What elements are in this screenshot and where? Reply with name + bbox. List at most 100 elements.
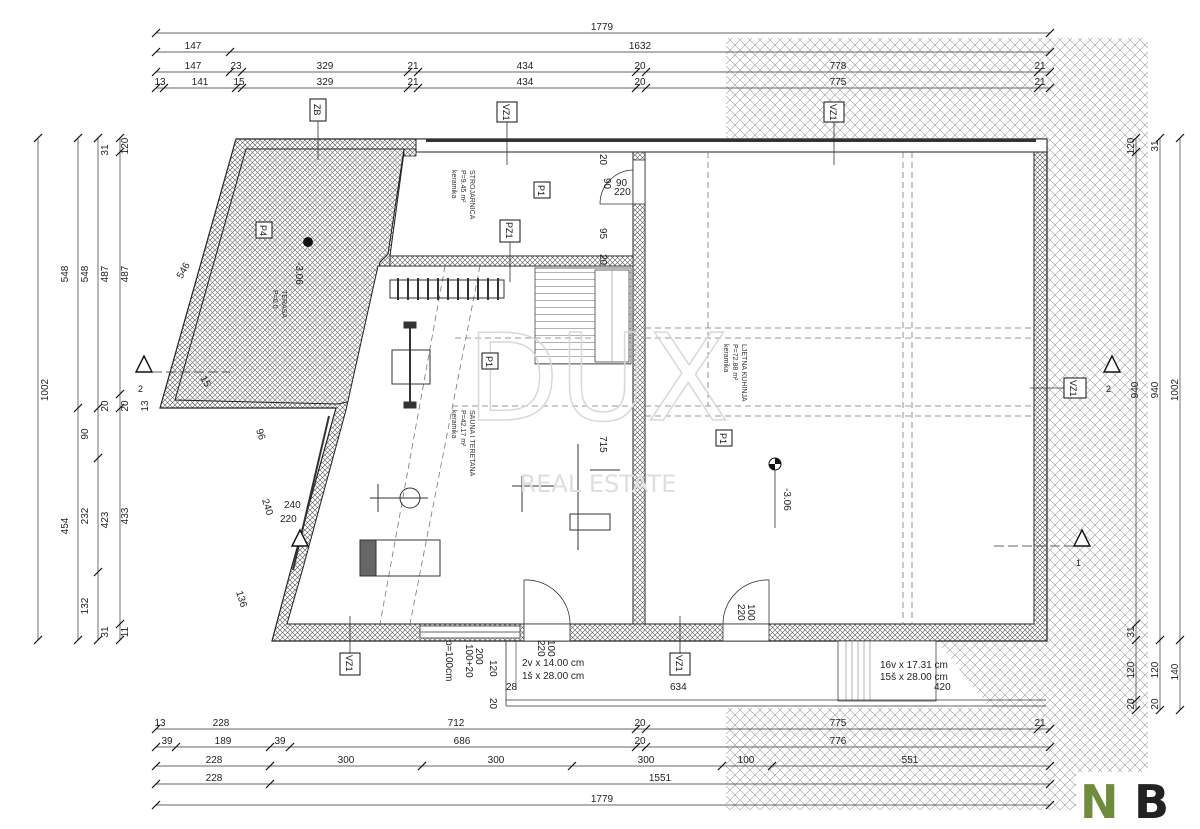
dim-top-13: 13 [154,77,166,88]
room-name-terasa: TERASA [280,290,287,318]
dim-bot-20b: 20 [634,736,646,747]
level-kuhinja: -3.06 [781,488,792,511]
dim-right-940b: 940 [1130,381,1141,398]
dim-bot-300a: 300 [338,755,355,766]
tag-vz1-top: VZ1 [496,101,518,165]
tag-vz1-bottom-left: VZ1 [339,616,361,676]
dim-top-1632: 1632 [629,41,652,52]
dim-bot-1779: 1779 [591,794,614,805]
dim-right-20: 20 [1126,698,1137,710]
dim-left-232: 232 [80,507,91,524]
dim-bot-300b: 300 [488,755,505,766]
dim-bot-228b: 228 [206,755,223,766]
idim-120: 120 [487,660,498,677]
dim-top-434b: 434 [517,77,534,88]
dim-top-147: 147 [185,41,202,52]
dim-bot-776: 776 [830,736,847,747]
interior-dimensions: 546 15 96 240 136 240 220 90 90 220 95 2… [175,154,951,710]
dim-left-1002: 1002 [40,378,51,401]
dim-bot-189: 189 [215,736,232,747]
dim-top-20b: 20 [634,77,646,88]
dim-bot-775: 775 [830,718,847,729]
dimensions-top-labels: 1779 147 1632 147 23 15 329 21 434 20 77… [154,22,1046,88]
idim-220d: 220 [735,604,746,621]
dim-left-31b: 31 [100,626,111,638]
room-area-strojarnica: P=9.45 m² [459,170,466,203]
dim-left-20: 20 [100,400,111,412]
idim-28: 28 [506,682,518,693]
dim-right-31: 31 [1150,140,1161,152]
idim-100b: 100 [745,604,756,621]
logo-letter-n: N [1080,775,1119,824]
room-label-terasa: TERASA P=0.0 [271,290,287,318]
dim-bot-712: 712 [448,718,465,729]
dim-left-548b: 548 [80,265,91,282]
dim-right-120c: 120 [1150,661,1161,678]
gym-equipment [359,278,620,577]
room-name-strojarnica: STROJARNICA [468,170,475,220]
dim-left-31: 31 [100,144,111,156]
idim-546: 546 [175,260,193,280]
dim-top-23: 23 [230,61,242,72]
dim-top-778: 778 [830,61,847,72]
dim-bot-551: 551 [902,755,919,766]
level-zb: -3.06 [293,262,304,285]
idim-634: 634 [670,682,687,693]
room-finish-strojarnica: keramika [450,170,457,199]
dimensions-bottom-labels: 13 228 712 20 775 21 39 189 39 686 20 77… [154,718,1046,805]
idim-200: 200 [473,648,484,665]
dim-top-329: 329 [317,61,334,72]
kitchen-grid [379,152,1034,625]
idim-240: 240 [259,498,275,518]
room-area-terasa: P=0.0 [271,290,278,309]
tag-p1-kitchen: P1 [715,429,733,447]
section-left-2: 2 [138,384,143,394]
dimensions-left-labels: 1002 548 454 548 90 232 132 31 487 20 42… [40,137,151,637]
idim-100plus20: 100+20 [463,644,474,678]
dim-bot-686: 686 [454,736,471,747]
dimensions-top [151,28,1055,93]
dim-left-11: 11 [120,626,131,637]
tag-p1-kitchen-label: P1 [718,433,728,444]
idim-95: 95 [597,228,608,240]
tag-zb: ZB [309,98,327,160]
tag-p1-top-label: P1 [536,185,546,196]
dim-left-454: 454 [60,517,71,534]
idim-420: 420 [934,682,951,693]
idim-136: 136 [233,590,249,610]
dim-left-132: 132 [80,597,91,614]
stairs [505,267,1046,707]
dim-bot-1551: 1551 [649,773,672,784]
room-name-sauna: SAUNA I TERETANA [468,410,475,477]
room-area-sauna: P=42.17 m² [459,410,466,447]
watermark-sub: REAL ESTATE [520,470,677,498]
idim-220b: 220 [614,187,631,198]
tag-vz1-bm-label: VZ1 [674,655,684,672]
dim-top-21b: 21 [1034,61,1046,72]
dim-bot-39b: 39 [274,736,286,747]
dimensions-right [1131,133,1185,715]
tag-vz1-top-label: VZ1 [501,104,511,121]
dim-left-13: 13 [140,400,151,412]
tag-vz1-bottom-mid: VZ1 [669,616,691,676]
idim-240b: 240 [284,500,301,511]
dim-bot-300c: 300 [638,755,655,766]
tags: ZB VZ1 VZ1 PZ1 P1 P1 P1 [255,98,1087,676]
idim-p100: p=100cm [443,640,454,681]
level-markers: -3.06 -3.06 [293,237,792,528]
idim-96: 96 [253,428,267,442]
dim-bot-228: 228 [213,718,230,729]
watermark-main: DUX [467,310,729,449]
tag-zb-label: ZB [312,104,322,116]
dim-bot-13: 13 [154,718,166,729]
dim-bot-100: 100 [738,755,755,766]
dim-left-120: 120 [120,137,131,154]
watermark: DUX REAL ESTATE [466,309,730,498]
stair-front-risers: 2v x 14.00 cm [522,658,584,669]
section-markers: 2 2 1 [134,354,1122,568]
idim-20a: 20 [597,154,608,166]
tag-pz1: PZ1 [499,219,521,282]
room-label-sauna: SAUNA I TERETANA P=42.17 m² keramika [450,410,475,477]
room-label-strojarnica: STROJARNICA P=9.45 m² keramika [450,170,475,220]
